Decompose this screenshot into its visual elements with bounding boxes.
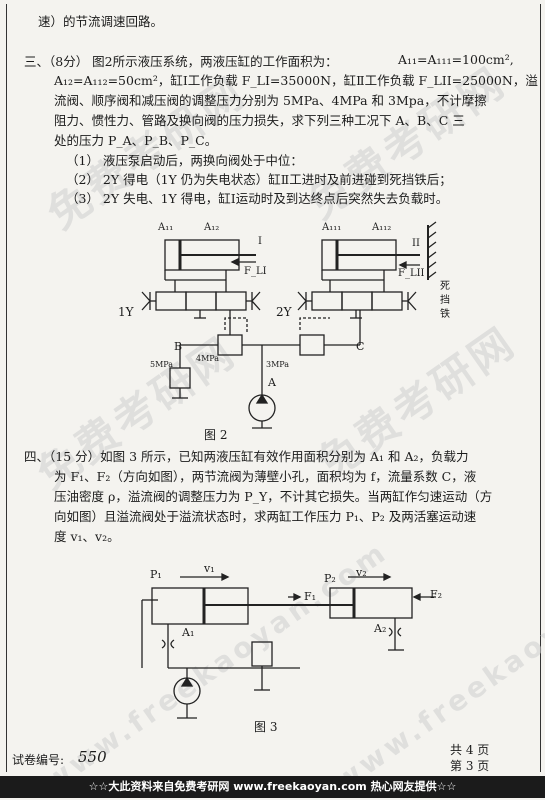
figure-2-caption: 图 2: [204, 428, 228, 442]
label-A2: A₂: [374, 622, 387, 635]
text-line: A₁₁=A₁₁₁=100cm²,: [398, 52, 514, 67]
text-line: A₁₂=A₁₁₂=50cm²，缸Ⅰ工作负载 F_LI=35000N，缸Ⅱ工作负载…: [54, 73, 538, 88]
exam-code-label: 试卷编号:: [12, 753, 65, 767]
condition-3: （3） 2Y 失电、1Y 得电，缸Ⅰ运动时及到达终点后突然失去负载时。: [66, 191, 449, 206]
text-line: 处的压力 P_A、P_B、P_C。: [54, 133, 218, 148]
label-FL1: F_LI: [244, 266, 267, 277]
label-dead-stop: 死挡铁: [440, 281, 450, 320]
label-v2: v₂: [356, 566, 367, 579]
label-A-II2: A₁₁₂: [372, 222, 392, 233]
label-A-I1: A₁₁: [158, 222, 174, 233]
page-total: 共 4 页: [450, 743, 490, 757]
exam-code: 550: [78, 748, 107, 766]
condition-1: （1） 液压泵启动后，两换向阀处于中位：: [66, 153, 303, 168]
label-2Y: 2Y: [276, 305, 292, 319]
label-A-I2: A₁₂: [204, 222, 220, 233]
label-A-II1: A₁₁₁: [322, 222, 342, 233]
label-5MPa: 5MPa: [150, 360, 174, 369]
text-line: 向如图）且溢流阀处于溢流状态时，求两缸工作压力 P₁、P₂ 及两活塞运动速: [54, 509, 477, 524]
label-A: A: [268, 376, 276, 389]
label-F2: F₂: [430, 588, 443, 601]
label-P1: P₁: [150, 568, 162, 581]
page-number: 第 3 页: [450, 759, 490, 773]
page-border: [6, 4, 541, 772]
text-line: 为 F₁、F₂（方向如图），两节流阀为薄壁小孔，面积均为 f，流量系数 C，液: [54, 469, 477, 484]
label-3MPa: 3MPa: [266, 360, 290, 369]
text-line: 度 v₁、v₂。: [54, 529, 120, 544]
condition-2: （2） 2Y 得电（1Y 仍为失电状态）缸Ⅱ工进时及前进碰到死挡铁后；: [66, 172, 452, 187]
text-line: 速）的节流调速回路。: [38, 14, 164, 29]
figure-3-caption: 图 3: [254, 720, 278, 734]
label-1Y: 1Y: [118, 305, 134, 319]
label-A1: A₁: [182, 626, 195, 639]
label-C: C: [356, 340, 365, 353]
label-4MPa: 4MPa: [196, 354, 220, 363]
label-FL2: F_LII: [398, 268, 425, 279]
label-cylinder-I: I: [258, 236, 262, 247]
label-cylinder-II: II: [412, 238, 420, 249]
text-line: 流阀、顺序阀和减压阀的调整压力分别为 5MPa、4MPa 和 3Mpa，不计摩擦: [54, 93, 487, 108]
label-B: B: [174, 340, 183, 353]
label-P2: P₂: [324, 572, 336, 585]
label-v1: v₁: [204, 562, 215, 575]
text-line: 压油密度 ρ，溢流阀的调整压力为 P_Y，不计其它损失。当两缸作匀速运动（方: [54, 489, 493, 504]
footer-banner: ☆☆大此资料来自免费考研网 www.freekaoyan.com 热心网友提供☆…: [0, 776, 545, 798]
question-3-heading: 三、（8分） 图2所示液压系统，两液压缸的工作面积为：: [24, 54, 338, 69]
label-F1: F₁: [304, 590, 317, 603]
text-line: 阻力、惯性力、管路及换向阀的压力损失，求下列三种工况下 A、B、C 三: [54, 113, 465, 128]
question-4-heading: 四、（15 分）如图 3 所示，已知两液压缸有效作用面积分别为 A₁ 和 A₂，…: [24, 449, 469, 464]
